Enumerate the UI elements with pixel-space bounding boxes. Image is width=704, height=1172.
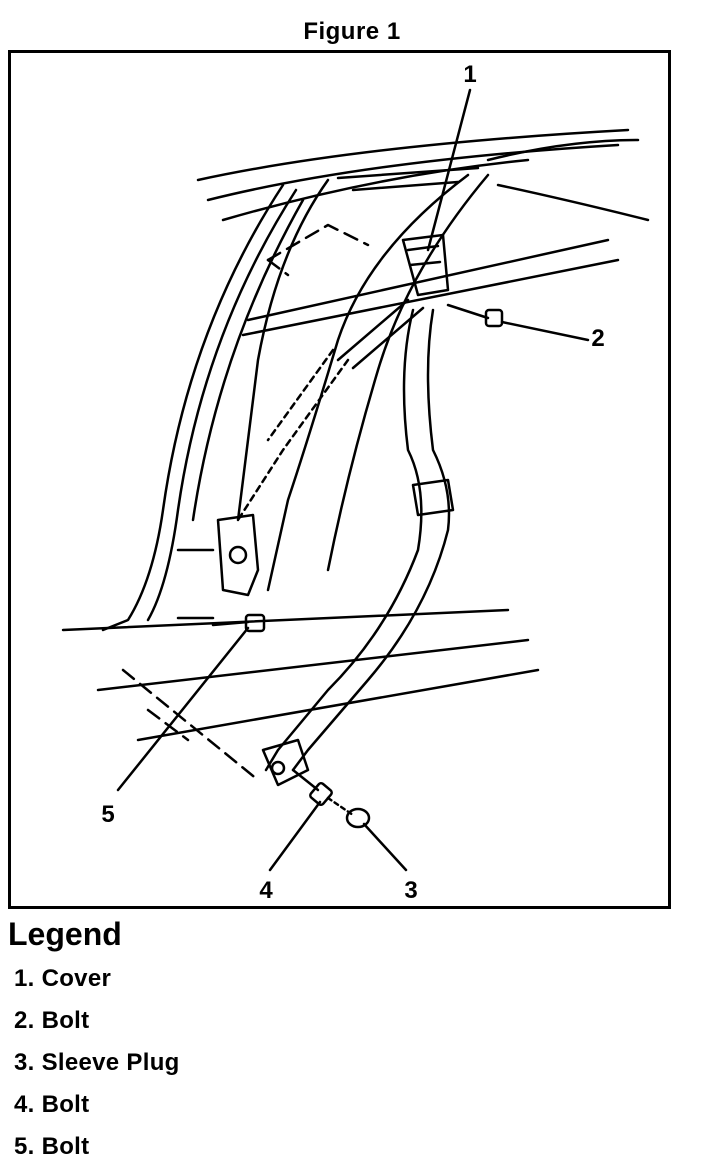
cover-shape (401, 233, 450, 297)
pillar-curve-inner (146, 188, 298, 622)
belt-webbing-left (264, 308, 423, 772)
callout-2: 2 (591, 325, 604, 352)
sill-line-2 (96, 638, 530, 692)
leader-3 (362, 822, 408, 872)
window-rail-1 (246, 238, 610, 322)
roof-line-2 (206, 143, 620, 202)
dashed-trim-2 (266, 258, 290, 277)
cover-detail (406, 244, 442, 267)
belt-webbing-right (291, 308, 451, 772)
lower-anchor-plate (261, 738, 310, 787)
pillar-curve-edge (191, 198, 305, 522)
legend-item-bolt-4: 4. Bolt (14, 1091, 90, 1118)
sill-dashed-2 (146, 708, 190, 742)
bolt-2-shank (446, 303, 490, 320)
belt-diagonal-2 (351, 306, 425, 370)
legend-item-bolt-5: 5. Bolt (14, 1133, 90, 1160)
body-side-2 (496, 183, 650, 222)
inner-trim-1 (336, 166, 480, 180)
plug-axis (326, 796, 355, 817)
legend-item-bolt-2: 2. Bolt (14, 1007, 90, 1034)
figure-title: Figure 1 (303, 18, 401, 45)
leader-5 (116, 626, 250, 792)
dashed-trim (266, 223, 370, 262)
callout-5: 5 (101, 801, 114, 828)
door-opening (236, 178, 330, 522)
diagram-frame (8, 50, 671, 909)
pillar-curve-outer (101, 183, 285, 632)
retractor-body (216, 513, 260, 597)
belt-guide (411, 478, 455, 517)
seat-belt-diagram: 1 2 3 4 5 (61, 61, 650, 904)
hidden-belt-path (236, 358, 350, 522)
b-pillar-right (326, 173, 490, 572)
legend-list: 1. Cover 2. Bolt 3. Sleeve Plug 4. Bolt … (14, 962, 180, 1172)
bolt-4-shank (291, 768, 320, 792)
roof-line-1 (196, 128, 630, 182)
legend-item-cover: 1. Cover (14, 965, 112, 992)
leader-2 (500, 320, 590, 342)
sill-line-3 (136, 668, 540, 742)
legend-item-sleeve-plug: 3. Sleeve Plug (14, 1049, 180, 1076)
window-rail-2 (241, 258, 620, 337)
callout-1: 1 (463, 61, 476, 88)
leader-4 (268, 800, 322, 872)
leader-1 (426, 88, 472, 252)
b-pillar-left (266, 173, 470, 592)
sill-line-1 (61, 608, 510, 632)
inner-trim-2 (351, 180, 460, 192)
body-side (486, 138, 640, 162)
sill-dashed (121, 668, 260, 782)
hidden-belt-path-2 (266, 348, 335, 442)
callout-4: 4 (259, 877, 273, 904)
callout-3: 3 (404, 877, 417, 904)
roof-line-3 (221, 158, 530, 222)
legend-title: Legend (8, 916, 122, 952)
belt-diagonal (336, 298, 410, 362)
